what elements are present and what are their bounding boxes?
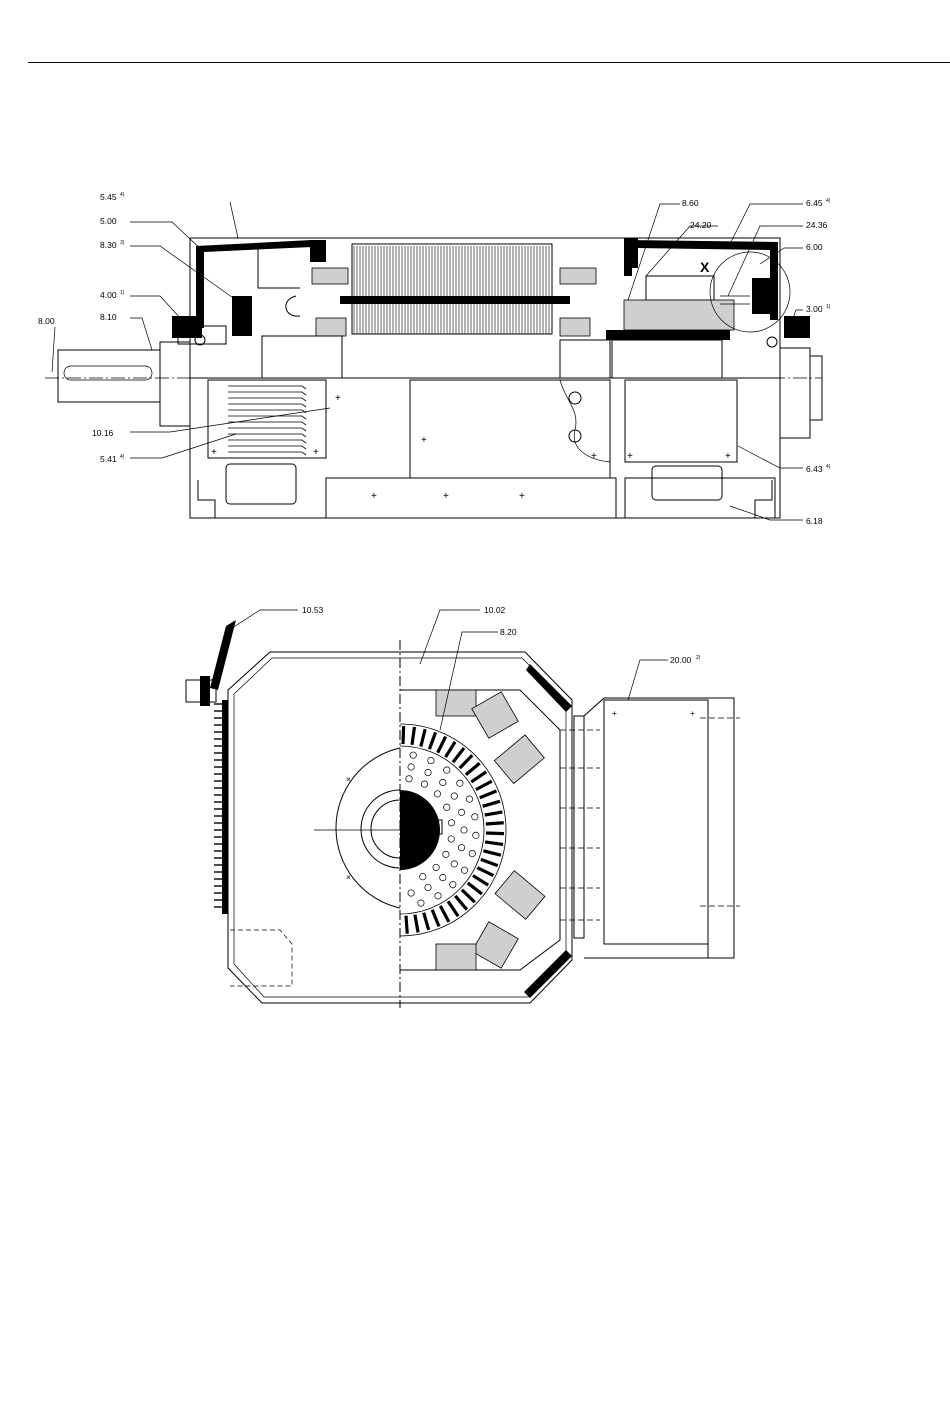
label-8-30-note: 3) [120,240,125,246]
svg-text:+: + [612,708,617,718]
label-4-00-note: 1) [120,290,125,296]
svg-text:+: + [725,451,731,462]
label-8-10: 8.10 [100,312,117,322]
pole-shoes [436,690,545,970]
svg-text:+: + [690,708,695,718]
svg-text:+: + [443,491,449,502]
label-4-00: 4.00 [100,290,117,300]
label-6-45-note: 4) [826,198,831,204]
svg-text:+: + [519,491,525,502]
label-3-00-note: 1) [826,304,831,310]
label-10-16: 10.16 [92,428,114,438]
label-10-53: 10.53 [302,605,324,615]
svg-text:×: × [346,872,351,882]
label-10-02: 10.02 [484,605,506,615]
end-view: × × + + [186,605,740,1008]
side-crosses: + + + + + + + + + + [211,393,731,502]
svg-text:+: + [211,447,217,458]
svg-text:+: + [313,447,319,458]
label-5-45-note: 4) [120,192,125,198]
label-24-20: 24.20 [690,220,712,230]
svg-text:+: + [591,451,597,462]
stator-core [262,244,610,378]
label-6-43: 6.43 [806,464,823,474]
svg-text:+: + [335,393,341,404]
label-20-00-note: 2) [696,655,701,661]
label-5-00: 5.00 [100,216,117,226]
svg-text:+: + [421,435,427,446]
side-lower-half [208,380,737,504]
label-3-00: 3.00 [806,304,823,314]
label-6-43-note: 4) [826,464,831,470]
label-5-45: 5.45 [100,192,117,202]
label-8-00: 8.00 [38,316,55,326]
terminal-box: + + [560,698,740,958]
label-5-41: 5.41 [100,454,117,464]
svg-text:+: + [371,491,377,502]
end-labels: 10.53 10.02 8.20 20.00 2) [302,605,701,665]
label-8-30: 8.30 [100,240,117,250]
label-24-36: 24.36 [806,220,828,230]
label-6-45: 6.45 [806,198,823,208]
side-view: + + + + + + + + + + 5.45 4) 5.00 8.30 3) [38,192,831,526]
left-end-shield [172,240,326,345]
detail-marker-x: X [700,259,710,275]
label-5-41-note: 4) [120,454,125,460]
label-8-20: 8.20 [500,627,517,637]
svg-text:+: + [627,451,633,462]
label-20-00: 20.00 [670,655,692,665]
shaft [58,342,822,438]
side-leaders [52,202,803,520]
label-8-60: 8.60 [682,198,699,208]
svg-text:×: × [346,774,351,784]
label-6-00: 6.00 [806,242,823,252]
label-6-18: 6.18 [806,516,823,526]
